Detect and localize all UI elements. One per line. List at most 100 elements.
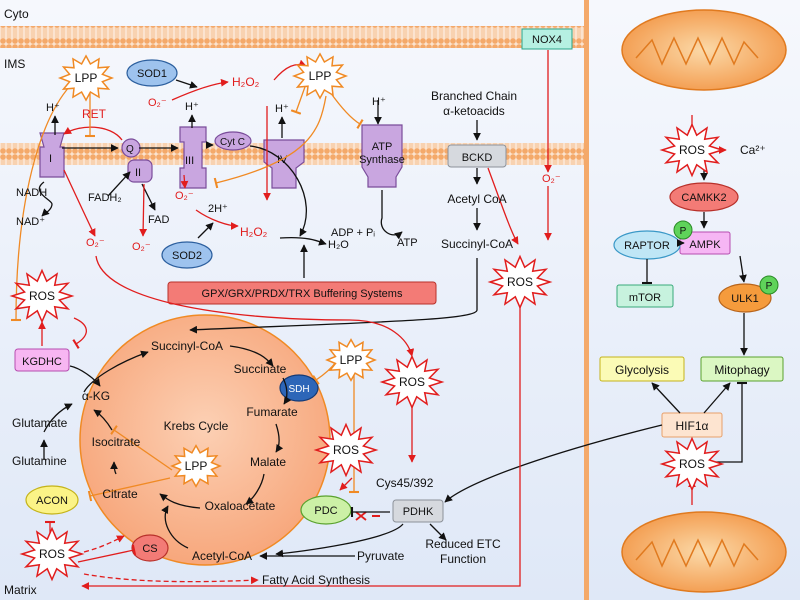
ros-matrix-right-shape (379, 354, 445, 410)
black-arrows (38, 79, 748, 560)
pdhk-label: PDHK (403, 506, 434, 518)
fatty-acid-label: Fatty Acid Synthesis (262, 573, 370, 587)
region-matrix: Matrix (4, 583, 37, 597)
ampk-label: AMPK (689, 239, 721, 251)
ros-bckd-shape (487, 254, 553, 310)
atp-synthase-line: ATP (372, 141, 393, 153)
o2-c2: O₂⁻ (132, 241, 151, 253)
buffer-system-node (167, 281, 437, 305)
complex-iii-label: III (185, 155, 194, 167)
cytochrome-c (214, 131, 252, 151)
cytochrome-c-label: Cyt C (220, 137, 245, 148)
complex-i-label: I (49, 153, 52, 165)
h-plus-c4: H⁺ (275, 103, 289, 115)
ros-mito-top-label: ROS (679, 143, 705, 157)
ros-acon-shape (19, 526, 85, 582)
ros-matrix-right: ROS (379, 354, 445, 410)
lpp-citrate-shape (170, 444, 222, 488)
fad-label: FAD (148, 214, 169, 226)
phospho-ulk1 (759, 275, 779, 295)
h2o-label: H₂O (328, 239, 349, 251)
kgdhc-node (14, 348, 70, 372)
mitophagy-label: Mitophagy (714, 363, 769, 377)
sdh-label: SDH (288, 384, 309, 395)
o2-nox: O₂⁻ (542, 173, 561, 185)
krebs-labels: Krebs Cycle Succinyl-CoA Succinate Fumar… (82, 339, 298, 513)
ulk1-node (718, 283, 772, 313)
reduced-etc-line: Function (440, 552, 486, 566)
lpp-ims-left-label: LPP (75, 71, 98, 85)
o2-top: O₂⁻ (148, 97, 167, 109)
o2-c3: O₂⁻ (175, 190, 194, 202)
etc-labels: H⁺ H⁺ H⁺ H⁺ RET NADH NAD⁺ FADH₂ FAD ADP … (16, 75, 561, 253)
region-ims: IMS (4, 57, 25, 71)
acetylcoa-bottom: Acetyl-CoA (192, 549, 252, 563)
ros-kgdhc-shape (9, 268, 75, 324)
krebs-malate: Malate (250, 455, 286, 469)
buffer-system-label: GPX/GRX/PRDX/TRX Buffering Systems (202, 288, 403, 300)
ros-pdc: ROS (313, 422, 379, 478)
bckd-label: BCKD (462, 152, 493, 164)
h2o2-mid: H₂O₂ (240, 225, 268, 239)
branched-chain-line: Branched Chain (431, 89, 517, 103)
krebs-akg: α-KG (82, 389, 110, 403)
sod1-label: SOD1 (137, 68, 167, 80)
calcium-label: Ca²⁺ (740, 143, 766, 157)
glycolysis-label: Glycolysis (615, 363, 669, 377)
adp-label: ADP + Pᵢ (331, 227, 375, 239)
krebs-isocitrate: Isocitrate (92, 435, 141, 449)
sdh-node (279, 374, 319, 402)
h-plus-c1: H⁺ (46, 102, 60, 114)
ret-label: RET (82, 107, 107, 121)
lpp-ims-right-label: LPP (309, 69, 332, 83)
ros-acon-label: ROS (39, 547, 65, 561)
sod2-label: SOD2 (172, 250, 202, 262)
nox4-node (521, 28, 573, 50)
lpp-krebs-label: LPP (340, 353, 363, 367)
fadh2-label: FADH₂ (88, 192, 122, 204)
lpp-krebs: LPP (325, 338, 377, 382)
region-cyto: Cyto (4, 7, 29, 21)
ros-mito-bottom-shape (659, 436, 725, 492)
ros-matrix-right-label: ROS (399, 375, 425, 389)
red-dashed-arrows (83, 535, 259, 585)
h-plus-atp: H⁺ (372, 96, 386, 108)
lpp-citrate-label: LPP (185, 459, 208, 473)
mito-bottom-cristae (635, 538, 759, 568)
o2-c1: O₂⁻ (86, 237, 105, 249)
succinylcoa-right: Succinyl-CoA (441, 237, 513, 251)
ros-mito-top-shape (659, 122, 725, 178)
reduced-etc-line: Reduced ETC (425, 537, 501, 551)
krebs-oxaloacetate: Oxaloacetate (205, 499, 276, 513)
ros-pdc-shape (313, 422, 379, 478)
kgdhc-label: KGDHC (22, 356, 62, 368)
glycolysis-node (599, 356, 685, 382)
nad-label: NAD⁺ (16, 216, 45, 228)
matrix-labels: Glutamate Glutamine Cys45/392 Reduced ET… (12, 143, 766, 587)
acon-label: ACON (36, 495, 68, 507)
krebs-citrate: Citrate (102, 487, 138, 501)
complex-i (39, 132, 65, 178)
ros-kgdhc-label: ROS (29, 289, 55, 303)
mtor-node (616, 284, 674, 308)
lpp-ims-right-shape (291, 52, 349, 100)
acon-node (25, 485, 79, 515)
cys-label: Cys45/392 (376, 476, 434, 490)
phospho-raptor-label: P (680, 226, 687, 237)
acetylcoa-right: Acetyl CoA (447, 192, 506, 206)
ros-bckd: ROS (487, 254, 553, 310)
pdhk-node (392, 499, 444, 523)
nox4-label: NOX4 (532, 34, 562, 46)
pdc-label: PDC (314, 505, 337, 517)
bckd-node (447, 144, 507, 168)
ulk1-label: ULK1 (731, 293, 759, 305)
mitophagy-node (700, 356, 784, 382)
krebs-title: Krebs Cycle (164, 419, 229, 433)
hif1a-label: HIF1α (676, 419, 709, 433)
ros-bckd-label: ROS (507, 275, 533, 289)
